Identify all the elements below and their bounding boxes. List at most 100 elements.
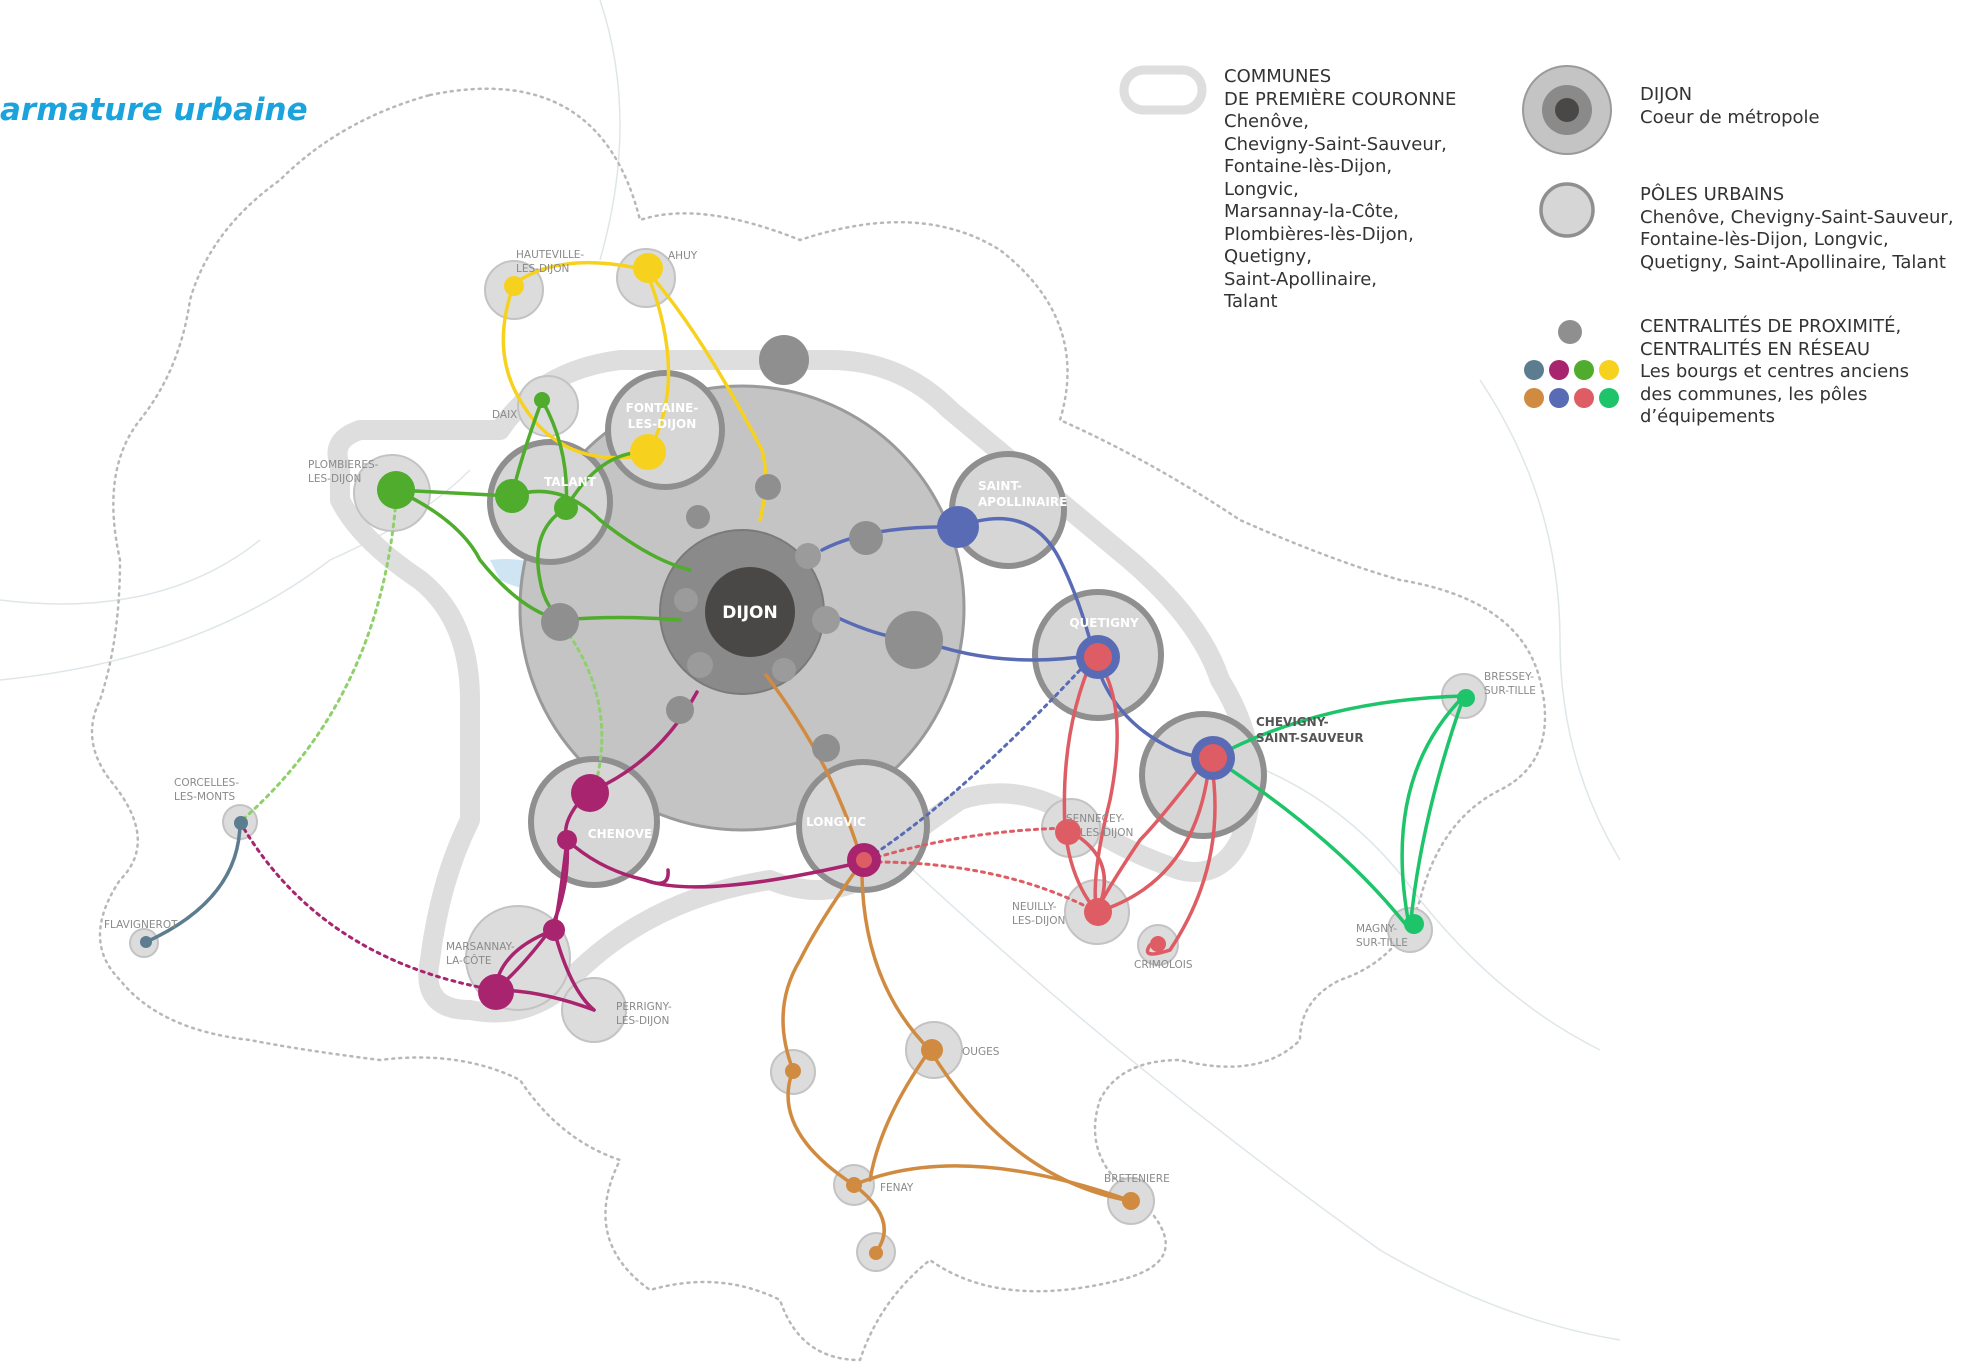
legend-couronne-commune: Chevigny-Saint-Sauveur, bbox=[1224, 133, 1447, 155]
legend-couronne-commune: Fontaine-lès-Dijon, bbox=[1224, 156, 1393, 177]
legend-poles-line: Quetigny, Saint-Apollinaire, Talant bbox=[1640, 251, 1946, 273]
pole-chenove bbox=[528, 756, 660, 888]
label-fontaine-2: LES-DIJON bbox=[628, 417, 697, 431]
legend-dot-blue bbox=[1549, 388, 1569, 408]
dot-red bbox=[1150, 936, 1166, 952]
legend-dijon-symbol-inner bbox=[1555, 98, 1579, 122]
label-fenay: FENAY bbox=[880, 1182, 914, 1194]
label-sennecey-2: LES-DIJON bbox=[1080, 827, 1133, 839]
dashed-blue-longvic-quetigny bbox=[860, 653, 1096, 864]
label-magny-2: SUR-TILLE bbox=[1356, 937, 1408, 949]
label-flavignerot: FLAVIGNEROT bbox=[104, 919, 178, 931]
dot-orange bbox=[921, 1039, 943, 1061]
colored-centralites bbox=[140, 253, 1475, 1260]
legend-couronne-commune: Saint-Apollinaire, bbox=[1224, 268, 1378, 290]
label-perrigny-1: PERRIGNY- bbox=[616, 1001, 672, 1013]
label-corcelles-2: LES-MONTS bbox=[174, 791, 236, 803]
legend-poles-heading: PÔLES URBAINS bbox=[1640, 184, 1785, 205]
centralite-grey bbox=[759, 335, 809, 385]
dot-red bbox=[1055, 819, 1081, 845]
grey-centralites bbox=[541, 335, 943, 762]
dot-green bbox=[554, 496, 578, 520]
metropole-boundary bbox=[90, 87, 1547, 1362]
dot-orange bbox=[846, 1177, 862, 1193]
legend-couronne-commune: Talant bbox=[1224, 291, 1278, 312]
commune-daix bbox=[517, 375, 579, 437]
centralite-grey bbox=[687, 652, 713, 678]
dot-bright-green bbox=[1457, 689, 1475, 707]
legend-pole-symbol bbox=[1539, 182, 1595, 238]
legend-centralites-line: Les bourgs et centres anciens bbox=[1640, 361, 1910, 382]
centralite-grey bbox=[849, 521, 883, 555]
label-hauteville-2: LES-DIJON bbox=[516, 263, 569, 275]
legend-poles-line: Fontaine-lès-Dijon, Longvic, bbox=[1640, 229, 1889, 250]
label-chevigny-1: CHEVIGNY- bbox=[1256, 715, 1329, 729]
network-teal bbox=[142, 820, 242, 945]
legend-couronne-heading-1: COMMUNES bbox=[1224, 66, 1332, 87]
legend-couronne-commune: Plombières-lès-Dijon, bbox=[1224, 223, 1414, 245]
label-neuilly-1: NEUILLY- bbox=[1012, 901, 1057, 913]
centralite-grey bbox=[772, 658, 796, 682]
dot-red bbox=[856, 852, 872, 868]
label-longvic: LONGVIC bbox=[806, 815, 866, 829]
legend-centralites-line: des communes, les pôles bbox=[1640, 383, 1868, 405]
legend-dot-red bbox=[1574, 388, 1594, 408]
label-saint-apollinaire-2: APOLLINAIRE bbox=[978, 495, 1067, 509]
dashed-red-longvic-neuilly bbox=[860, 860, 1099, 914]
label-daix: DAIX bbox=[492, 409, 517, 421]
legend-centralites: CENTRALITÉS DE PROXIMITÉ, CENTRALITÉS EN… bbox=[1640, 316, 1909, 429]
centralite-grey bbox=[885, 611, 943, 669]
dot-orange bbox=[869, 1246, 883, 1260]
legend-dijon: DIJON Coeur de métropole bbox=[1640, 84, 1820, 129]
network-yellow bbox=[501, 260, 768, 522]
centralite-grey bbox=[666, 696, 694, 724]
label-fontaine-1: FONTAINE- bbox=[626, 401, 699, 415]
legend-couronne-commune: Marsannay-la-Côte, bbox=[1224, 201, 1400, 222]
label-magny-1: MAGNY- bbox=[1356, 923, 1397, 935]
legend-couronne-commune: Quetigny, bbox=[1224, 246, 1312, 267]
dot-yellow bbox=[630, 434, 666, 470]
background-lines bbox=[0, 0, 1621, 1341]
label-marsannay-2: LA-CÔTE bbox=[446, 954, 491, 967]
dot-red bbox=[1199, 744, 1227, 772]
label-bressey-2: SUR-TILLE bbox=[1484, 685, 1536, 697]
map-labels: DIJON TALANT FONTAINE- LES-DIJON SAINT- … bbox=[104, 249, 1536, 1194]
legend-dot-grey bbox=[1558, 320, 1582, 344]
legend-centralites-line: CENTRALITÉS EN RÉSEAU bbox=[1640, 338, 1871, 360]
dot-red bbox=[1084, 643, 1112, 671]
dot-yellow bbox=[504, 276, 524, 296]
dashed-green-talant-chenove bbox=[558, 620, 604, 792]
label-corcelles-1: CORCELLES- bbox=[174, 777, 239, 789]
poles-urbains bbox=[487, 370, 1267, 893]
centralite-grey bbox=[795, 543, 821, 569]
legend-dot-bright-green bbox=[1599, 388, 1619, 408]
dot-blue bbox=[937, 506, 979, 548]
legend-dot-orange bbox=[1524, 388, 1544, 408]
dot-green bbox=[495, 479, 529, 513]
network-orange bbox=[764, 673, 1133, 1254]
legend-couronne-symbol bbox=[1119, 65, 1207, 115]
dot-teal bbox=[140, 936, 152, 948]
dot-orange bbox=[1122, 1192, 1140, 1210]
label-crimolois: CRIMOLOIS bbox=[1134, 959, 1193, 971]
label-hauteville-1: HAUTEVILLE- bbox=[516, 249, 584, 261]
centralite-grey bbox=[812, 734, 840, 762]
map-title: armature urbaine bbox=[0, 92, 308, 128]
legend-premiere-couronne: COMMUNES DE PREMIÈRE COURONNE Chenôve, C… bbox=[1224, 66, 1456, 314]
legend-dot-teal bbox=[1524, 360, 1544, 380]
centralite-grey bbox=[541, 603, 579, 641]
legend-poles: PÔLES URBAINS Chenôve, Chevigny-Saint-Sa… bbox=[1640, 184, 1954, 274]
label-ouges: OUGES bbox=[962, 1046, 1000, 1058]
legend-couronne-heading-2: DE PREMIÈRE COURONNE bbox=[1224, 88, 1457, 110]
dashed-green-plombieres-corcelles bbox=[238, 498, 398, 824]
legend-dot-magenta bbox=[1549, 360, 1569, 380]
label-chevigny-2: SAINT-SAUVEUR bbox=[1256, 731, 1364, 745]
dot-yellow bbox=[633, 253, 663, 283]
centralite-grey bbox=[812, 606, 840, 634]
network-bright-green bbox=[1211, 694, 1466, 932]
legend-couronne-commune: Longvic, bbox=[1224, 178, 1299, 200]
dot-teal bbox=[234, 816, 248, 830]
dot-magenta bbox=[571, 774, 609, 812]
pole-talant bbox=[487, 439, 613, 565]
